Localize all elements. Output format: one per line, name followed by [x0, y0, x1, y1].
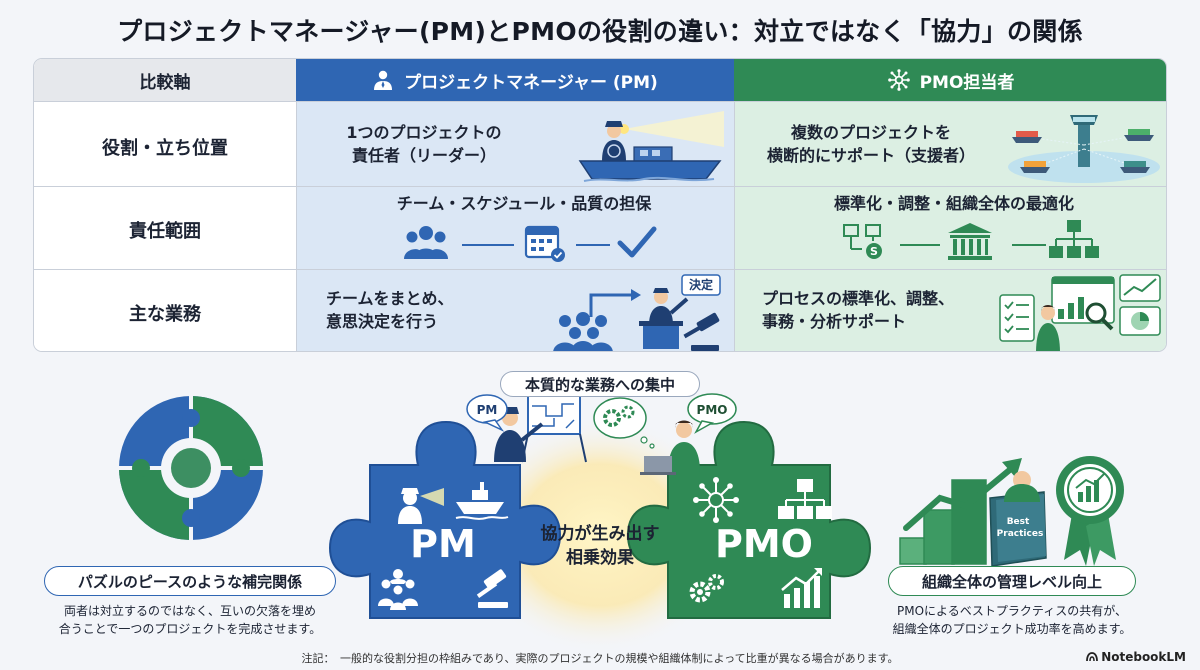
collaboration-illustration: PM PMO	[119, 393, 1124, 650]
row-divider	[34, 186, 1166, 187]
org-chart-icon	[778, 479, 832, 519]
pm-speech-bubble: PM	[466, 394, 508, 432]
focus-label: 本質的な業務への集中	[500, 371, 700, 397]
pm-scope-text: チーム・スケジュール・品質の担保	[396, 194, 652, 213]
control-tower-fleet-icon	[1008, 115, 1160, 183]
header-axis-label: 比較軸	[139, 72, 191, 93]
header-pmo-label: PMO担当者	[919, 72, 1015, 93]
checkmark-icon	[617, 226, 657, 258]
pm-presenter-illustration	[494, 393, 587, 463]
process-flow-icon	[843, 224, 881, 250]
header-axis: 比較軸	[34, 59, 296, 101]
row-divider	[34, 269, 1166, 270]
book-label-line1: Best	[1007, 517, 1030, 527]
column-divider	[734, 101, 735, 351]
pm-puzzle-label: PM	[410, 522, 476, 566]
svg-text:S: S	[870, 245, 878, 258]
pmo-scope-text: 標準化・調整・組織全体の最適化	[833, 194, 1074, 213]
circular-puzzle-icon	[119, 396, 263, 540]
team-icon	[553, 312, 613, 351]
axis-column	[34, 59, 296, 351]
management-level-pill: 組織全体の管理レベル向上	[888, 566, 1136, 596]
pmo-tasks-text: プロセスの標準化、調整、 事務・分析サポート	[762, 289, 955, 331]
checklist-icon	[999, 294, 1035, 342]
gears-icon	[689, 574, 724, 603]
book-label-line2: Practices	[997, 529, 1044, 539]
pmo-speech-bubble: PMO	[687, 393, 737, 434]
ship-icon	[1012, 131, 1042, 143]
ship-icon	[455, 482, 509, 520]
pmo-role-text: 複数のプロジェクトを 横断的にサポート（支援者）	[766, 123, 975, 165]
team-leader-icon	[378, 569, 418, 610]
pmo-bubble-label: PMO	[697, 403, 728, 417]
footnote: 注記： 一般的な役割分担の枠組みであり、実際のプロジェクトの規模や組織体制によっ…	[301, 652, 899, 665]
network-hub-icon	[693, 477, 739, 523]
person-icon	[374, 70, 393, 90]
header-pm: プロジェクトマネージャー (PM)	[296, 59, 734, 101]
row-divider	[34, 101, 1166, 102]
growth-chart-icon	[781, 568, 822, 608]
captain-ship-icon	[578, 111, 724, 182]
gavel-icon	[683, 312, 720, 351]
optimization-flow-icons: S	[843, 220, 1099, 260]
comparison-table: 比較軸 プロジェクトマネージャー (PM) PMO担当者	[33, 58, 1167, 352]
pmo-analyst-illustration	[593, 397, 700, 475]
calendar-icon	[524, 225, 565, 262]
pm-puzzle-piece	[328, 420, 562, 619]
network-hub-icon	[887, 69, 910, 91]
complement-pill: パズルのピースのような補完関係	[44, 566, 336, 596]
axis-tasks: 主な業務	[129, 304, 201, 325]
magnifier-icon	[1085, 302, 1107, 324]
axis-role: 役割・立ち位置	[102, 138, 228, 159]
decision-tag: 決定	[689, 277, 713, 292]
analyst-dashboard-icon	[999, 274, 1161, 351]
pm-bubble-label: PM	[477, 403, 498, 417]
org-chart-icon	[1049, 220, 1099, 258]
gavel-icon	[476, 569, 508, 608]
team-icon	[404, 226, 448, 259]
notebooklm-logo-icon	[1086, 652, 1099, 662]
axis-scope: 責任範囲	[129, 221, 201, 242]
gears-thought-bubble	[593, 397, 655, 449]
column-divider	[296, 101, 297, 351]
award-badge-icon	[1056, 456, 1124, 566]
synergy-text: 協力が生み出す 相乗効果	[540, 524, 660, 568]
header-pmo: PMO担当者	[734, 59, 1166, 101]
header-pm-label: プロジェクトマネージャー (PM)	[404, 72, 658, 93]
institution-icon	[948, 223, 992, 260]
pm-role-text: 1つのプロジェクトの 責任者（リーダー）	[346, 123, 502, 165]
organization-growth-illustration: Best Practices	[899, 456, 1124, 567]
pmo-puzzle-label: PMO	[715, 522, 813, 566]
management-level-description: PMOによるベストプラクティスの共有が、 組織全体のプロジェクト成功率を高めます…	[892, 604, 1132, 636]
complement-description: 両者は対立するのではなく、互いの欠落を埋め 合うことで一つのプロジェクトを完成さ…	[58, 604, 322, 636]
captain-icon	[398, 488, 444, 524]
pm-tasks-text: チームをまとめ、 意思決定を行う	[326, 289, 454, 331]
best-practices-book-icon: Best Practices	[989, 471, 1047, 567]
brand-mark: NotebookLM	[1086, 650, 1186, 664]
decision-leader-icon: 決定	[553, 274, 721, 351]
page-title: プロジェクトマネージャー(PM)とPMOの役割の違い：対立ではなく「協力」の関係	[117, 17, 1083, 46]
scope-flow-icons	[404, 225, 657, 262]
